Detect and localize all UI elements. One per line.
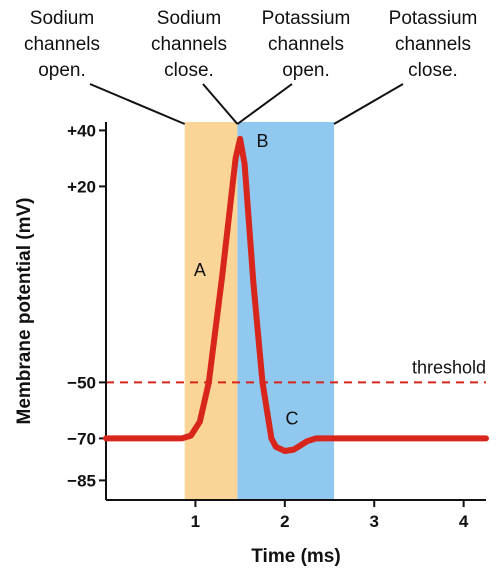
y-tick-label: +40 bbox=[67, 121, 96, 140]
annotation-leader bbox=[333, 83, 404, 125]
x-tick-label: 3 bbox=[370, 512, 379, 531]
annotation-line: close. bbox=[164, 60, 214, 81]
annotation-line: channels bbox=[151, 34, 227, 55]
x-axis-title: Time (ms) bbox=[251, 546, 340, 567]
y-tick-label: −70 bbox=[67, 429, 96, 448]
y-tick-label: −85 bbox=[67, 471, 96, 490]
annotation-line: channels bbox=[395, 34, 471, 55]
membrane-potential-line bbox=[103, 135, 489, 454]
threshold-label: threshold bbox=[412, 357, 486, 377]
annotation-caption: Potassium channels close. bbox=[389, 8, 478, 81]
region-sodium bbox=[184, 122, 238, 500]
point-label-b: B bbox=[256, 131, 268, 151]
y-tick-label: +20 bbox=[67, 177, 96, 196]
y-axis-title: Membrane potential (mV) bbox=[14, 198, 35, 425]
annotation-leader bbox=[236, 83, 293, 125]
annotation-line: close. bbox=[408, 60, 458, 81]
annotation-line: open. bbox=[282, 60, 330, 81]
annotation-line: channels bbox=[24, 34, 100, 55]
shaded-regions bbox=[184, 122, 334, 500]
annotation-line: Potassium bbox=[389, 8, 478, 29]
annotation-caption: Sodium channels close. bbox=[151, 8, 227, 81]
point-label-c: C bbox=[285, 408, 298, 428]
series-group bbox=[103, 135, 489, 454]
x-tick-label: 2 bbox=[280, 512, 289, 531]
point-labels: A B C bbox=[194, 131, 299, 428]
x-tick-label: 1 bbox=[191, 512, 200, 531]
annotation-caption: Sodium channels open. bbox=[24, 8, 100, 81]
annotation-line: channels bbox=[268, 34, 344, 55]
annotation-caption: Potassium channels open. bbox=[262, 8, 351, 81]
annotation-leader bbox=[202, 83, 239, 125]
region-potassium bbox=[237, 122, 334, 500]
annotation-leader bbox=[89, 83, 186, 125]
annotation-line: Sodium bbox=[30, 8, 94, 29]
annotation-line: Potassium bbox=[262, 8, 351, 29]
point-label-a: A bbox=[194, 260, 206, 280]
annotation-line: Sodium bbox=[157, 8, 221, 29]
annotation-line: open. bbox=[38, 60, 86, 81]
ticks: +40 +20 −50 −70 −85 1 2 3 4 bbox=[67, 121, 469, 531]
x-tick-label: 4 bbox=[459, 512, 469, 531]
threshold-group: threshold bbox=[106, 357, 486, 384]
y-tick-label: −50 bbox=[67, 373, 96, 392]
